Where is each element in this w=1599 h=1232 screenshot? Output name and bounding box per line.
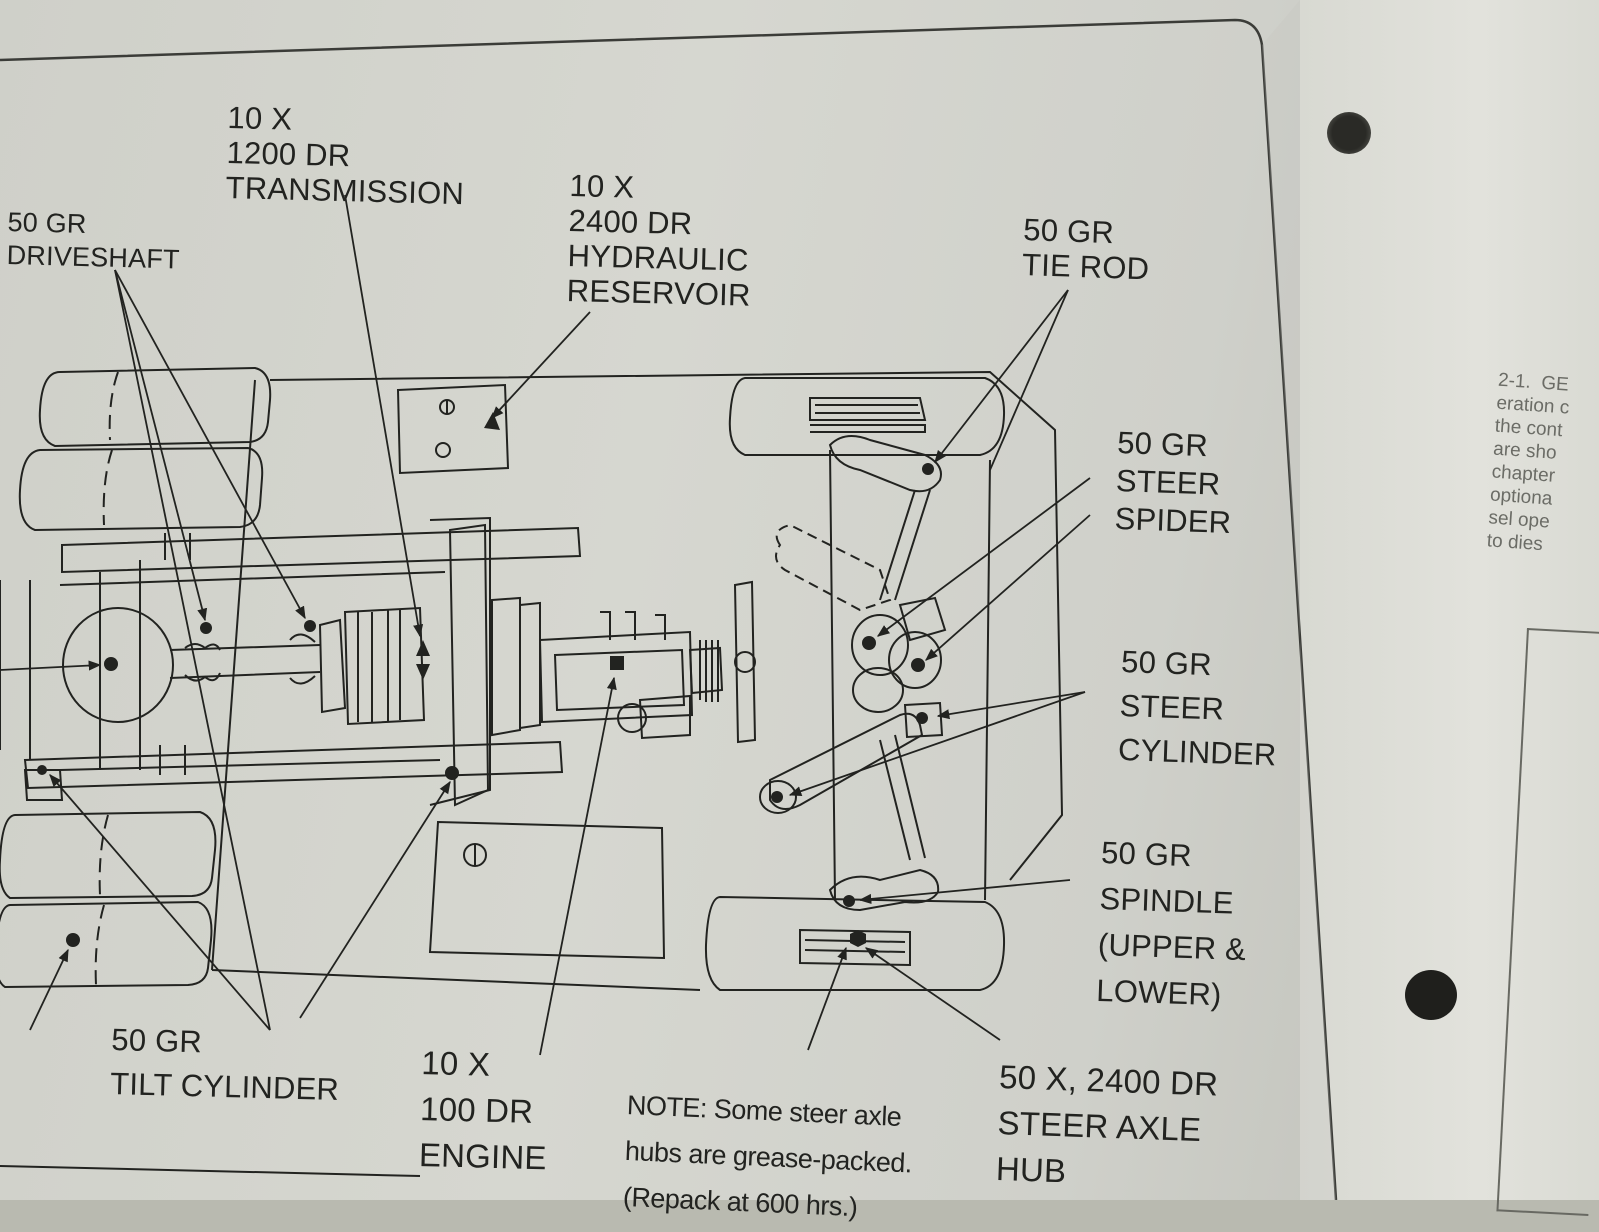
dot-icon: [66, 933, 80, 947]
label-line: RESERVOIR: [566, 272, 752, 313]
dot-icon: [922, 463, 934, 475]
label-line: STEER: [1119, 687, 1225, 727]
label-hydraulic-reservoir: 10 X 2400 DR HYDRAULIC RESERVOIR: [566, 168, 753, 313]
grease-points: [37, 412, 934, 947]
label-line: 100 DR: [419, 1089, 534, 1130]
label-tilt-cylinder: 50 GR TILT CYLINDER: [110, 1018, 341, 1112]
dot-icon: [843, 895, 855, 907]
label-line: 50 X, 2400 DR: [998, 1057, 1219, 1103]
label-line: LOWER): [1095, 972, 1223, 1013]
label-line: 2400 DR: [568, 202, 693, 242]
label-transmission: 10 X 1200 DR TRANSMISSION: [225, 100, 466, 211]
triangle-icon: [416, 640, 430, 656]
binder-hole: [1327, 112, 1371, 154]
manual-page: 10 X 1200 DR TRANSMISSION 50 GR DRIVESHA…: [0, 18, 1338, 1223]
dot-icon: [771, 791, 783, 803]
label-line: CYLINDER: [1117, 731, 1278, 773]
label-line: STEER AXLE: [996, 1103, 1202, 1149]
dot-icon: [200, 622, 212, 634]
label-line: SPINDLE: [1098, 880, 1235, 921]
label-driveshaft: 50 GR DRIVESHAFT: [6, 206, 181, 277]
leader-lines: [0, 194, 1091, 1056]
lubrication-diagram: [0, 18, 1338, 1200]
label-line: SPIDER: [1114, 500, 1232, 541]
label-line: 10 X: [569, 168, 635, 205]
triangle-icon: [484, 412, 500, 430]
truck-outline: [0, 366, 1064, 991]
label-tie-rod: 50 GR TIE ROD: [1022, 212, 1152, 286]
dot-icon: [445, 766, 459, 780]
square-icon: [610, 656, 624, 670]
label-line: STEER: [1115, 462, 1221, 502]
label-steer-cylinder: 50 GR STEER CYLINDER: [1117, 640, 1280, 777]
label-line: 50 GR: [1116, 424, 1209, 464]
label-line: 50 GR: [1100, 834, 1193, 874]
label-line: 10 X: [420, 1043, 491, 1083]
label-line: TILT CYLINDER: [109, 1065, 340, 1107]
label-line: HUB: [995, 1149, 1067, 1190]
dot-icon: [862, 636, 876, 650]
label-line: 50 GR: [1022, 212, 1115, 251]
label-line: 50 GR: [110, 1021, 203, 1060]
dot-icon: [104, 657, 118, 671]
page-border: [0, 18, 1338, 1200]
hub-note: NOTE: Some steer axle hubs are grease-pa…: [622, 1082, 915, 1232]
label-line: DRIVESHAFT: [6, 239, 181, 275]
label-line: TRANSMISSION: [225, 169, 465, 212]
label-line: TIE ROD: [1021, 246, 1150, 287]
label-steer-axle-hub: 50 X, 2400 DR STEER AXLE HUB: [995, 1054, 1219, 1200]
label-line: HYDRAULIC: [567, 237, 750, 278]
dot-icon: [304, 620, 316, 632]
label-engine: 10 X 100 DR ENGINE: [418, 1040, 549, 1181]
triangle-icon: [416, 664, 430, 680]
label-steer-spider: 50 GR STEER SPIDER: [1114, 424, 1235, 542]
dot-icon: [911, 658, 925, 672]
label-line: 50 GR: [7, 206, 87, 240]
dot-icon: [916, 712, 928, 724]
dot-icon: [37, 765, 47, 775]
binder-hole: [1405, 970, 1457, 1020]
hexagon-icon: [850, 930, 866, 947]
label-line: 50 GR: [1120, 643, 1213, 683]
label-line: (UPPER &: [1097, 926, 1247, 968]
label-spindle: 50 GR SPINDLE (UPPER & LOWER): [1096, 830, 1250, 1019]
label-line: ENGINE: [418, 1135, 548, 1177]
